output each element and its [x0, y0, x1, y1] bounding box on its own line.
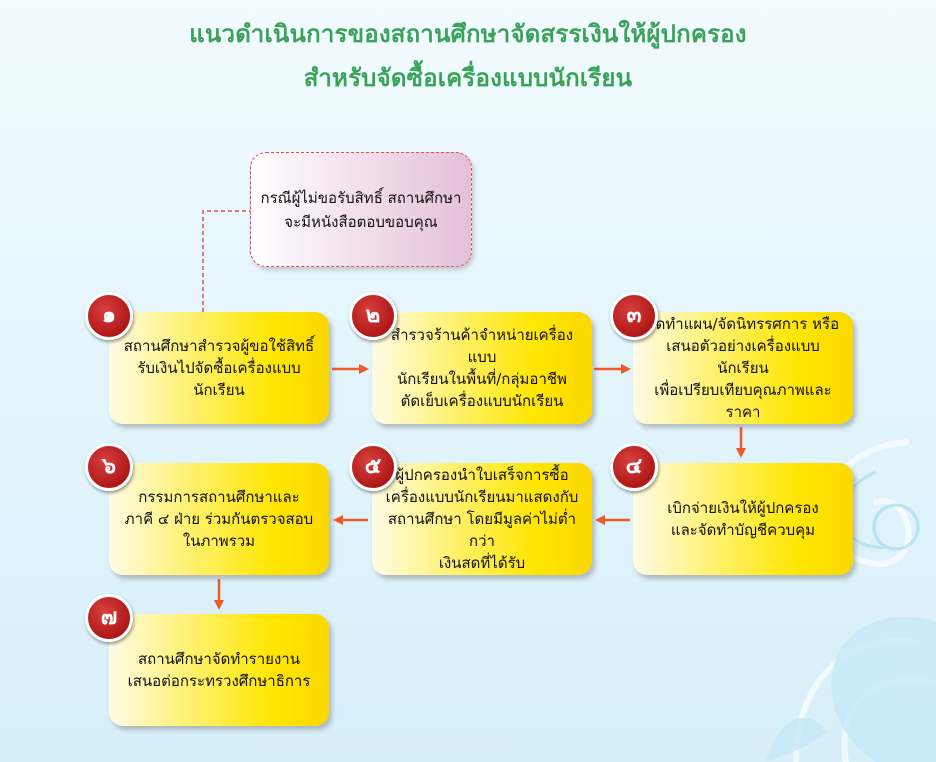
- step-box-7: สถานศึกษาจัดทำรายงาน เสนอต่อกระทรวงศึกษา…: [109, 614, 329, 726]
- step-1-number-badge: ๑: [85, 292, 133, 340]
- step-5-text: ผู้ปกครองนำใบเสร็จการซื้อ เครื่องแบบนักเ…: [385, 466, 579, 572]
- step-3-number-badge: ๓: [610, 292, 658, 340]
- step-box-5: ผู้ปกครองนำใบเสร็จการซื้อ เครื่องแบบนักเ…: [372, 463, 592, 575]
- step-4-number-badge: ๔: [610, 443, 658, 491]
- step-1-text: สถานศึกษาสำรวจผู้ขอใช้สิทธิ์ รับเงินไปจั…: [123, 337, 315, 399]
- page-title-line-1: แนวดำเนินการของสถานศึกษาจัดสรรเงินให้ผู้…: [189, 20, 747, 48]
- step-box-3: จัดทำแผน/จัดนิทรรศการ หรือ เสนอตัวอย่างเ…: [633, 312, 853, 424]
- step-box-6: กรรมการสถานศึกษาและ ภาคี ๔ ฝ่าย ร่วมกันต…: [109, 463, 329, 575]
- step-2-text: สำรวจร้านค้าจำหน่ายเครื่องแบบ นักเรียนใน…: [390, 326, 574, 410]
- step-4-text: เบิกจ่ายเงินให้ผู้ปกครอง และจัดทำบัญชีคว…: [667, 499, 819, 539]
- step-7-number-badge: ๗: [85, 594, 133, 642]
- step-6-text: กรรมการสถานศึกษาและ ภาคี ๔ ฝ่าย ร่วมกันต…: [124, 488, 314, 550]
- note-dashed-connector: [202, 210, 250, 312]
- step-2-number-badge: ๒: [349, 292, 397, 340]
- step-6-number-badge: ๖: [85, 443, 133, 491]
- step-box-2: สำรวจร้านค้าจำหน่ายเครื่องแบบ นักเรียนใน…: [372, 312, 592, 424]
- floral-decoration: [766, 439, 936, 762]
- step-7-text: สถานศึกษาจัดทำรายงาน เสนอต่อกระทรวงศึกษา…: [127, 650, 311, 690]
- step-5-number-badge: ๕: [349, 443, 397, 491]
- step-box-4: เบิกจ่ายเงินให้ผู้ปกครอง และจัดทำบัญชีคว…: [633, 463, 853, 575]
- page-title-line-2: สำหรับจัดซื้อเครื่องแบบนักเรียน: [303, 64, 633, 92]
- note-text: กรณีผู้ไม่ขอรับสิทธิ์ สถานศึกษา จะมีหนัง…: [260, 188, 462, 231]
- step-3-text: จัดทำแผน/จัดนิทรรศการ หรือ เสนอตัวอย่างเ…: [646, 315, 840, 421]
- step-box-1: สถานศึกษาสำรวจผู้ขอใช้สิทธิ์ รับเงินไปจั…: [109, 312, 329, 424]
- note-no-claim: กรณีผู้ไม่ขอรับสิทธิ์ สถานศึกษา จะมีหนัง…: [250, 152, 472, 267]
